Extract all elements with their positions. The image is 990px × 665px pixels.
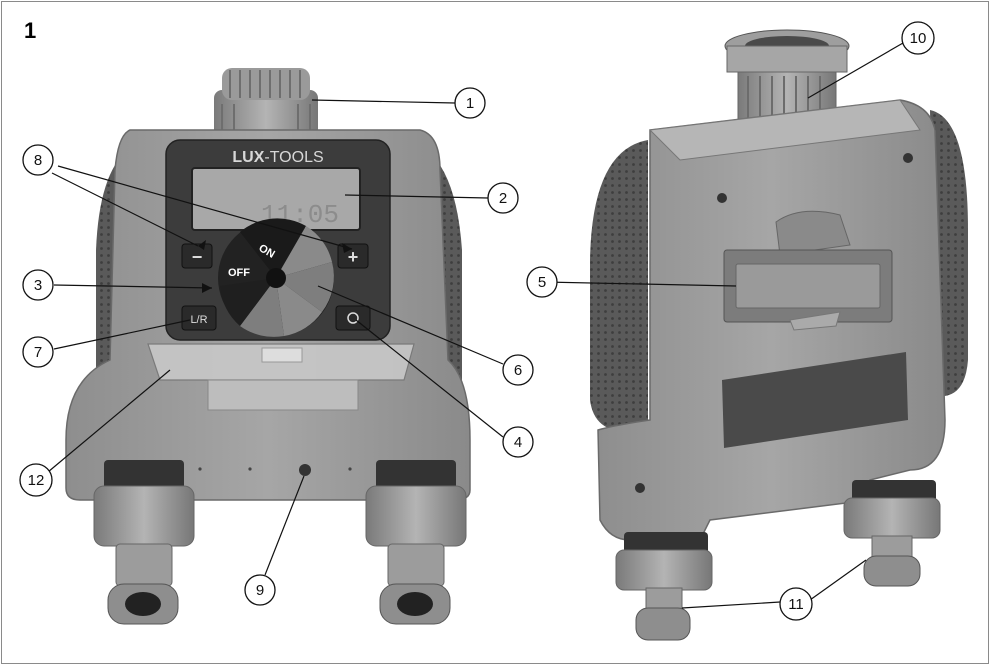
front-view-device: LUX-TOOLS 11:05 ON OFF − + L/R: [65, 68, 471, 625]
svg-text:−: −: [192, 247, 203, 267]
plus-button[interactable]: +: [337, 243, 369, 269]
svg-text:11: 11: [788, 596, 804, 613]
callout-lines: [47, 42, 904, 609]
lr-button[interactable]: L/R: [181, 305, 217, 331]
transparent-cover: [147, 343, 415, 411]
outlet-connector-right: [365, 460, 467, 625]
outlet-connector-left: [93, 460, 195, 625]
svg-text:1: 1: [466, 95, 474, 112]
svg-text:3: 3: [34, 277, 42, 294]
brand-label: LUX-TOOLS: [232, 149, 323, 166]
callout-2: 2: [487, 182, 519, 214]
rear-outlet-connector-right: [843, 480, 941, 587]
callout-10: 10: [901, 21, 935, 55]
callout-arrowheads: [198, 240, 352, 293]
callout-4: 4: [502, 426, 534, 458]
callout-1: 1: [454, 87, 486, 119]
rear-view-device: [590, 29, 968, 641]
svg-text:L/R: L/R: [190, 314, 207, 326]
battery-compartment: [723, 210, 893, 331]
callout-3: 3: [22, 269, 54, 301]
svg-text:+: +: [348, 247, 359, 267]
callout-8: 8: [22, 144, 54, 176]
svg-text:6: 6: [514, 362, 522, 379]
callout-7: 7: [22, 336, 54, 368]
top-coupling: [214, 68, 318, 140]
label-recess: [722, 352, 908, 448]
minus-button[interactable]: −: [181, 243, 213, 269]
svg-text:12: 12: [28, 472, 45, 489]
svg-text:8: 8: [34, 152, 42, 169]
dial-off-label: OFF: [228, 267, 250, 279]
svg-text:9: 9: [256, 582, 264, 599]
svg-text:7: 7: [34, 344, 42, 361]
svg-text:4: 4: [514, 434, 522, 451]
svg-text:2: 2: [499, 190, 507, 207]
figure-number: 1: [24, 18, 37, 43]
svg-text:5: 5: [538, 274, 546, 291]
rear-outlet-connector-left: [615, 532, 713, 641]
drain-hole: [299, 464, 311, 476]
callout-9: 9: [244, 574, 276, 606]
callout-5: 5: [526, 266, 558, 298]
callout-12: 12: [19, 463, 53, 497]
rear-left-grip: [590, 140, 648, 432]
callout-6: 6: [502, 354, 534, 386]
callout-11: 11: [779, 587, 813, 621]
svg-text:10: 10: [910, 30, 927, 47]
